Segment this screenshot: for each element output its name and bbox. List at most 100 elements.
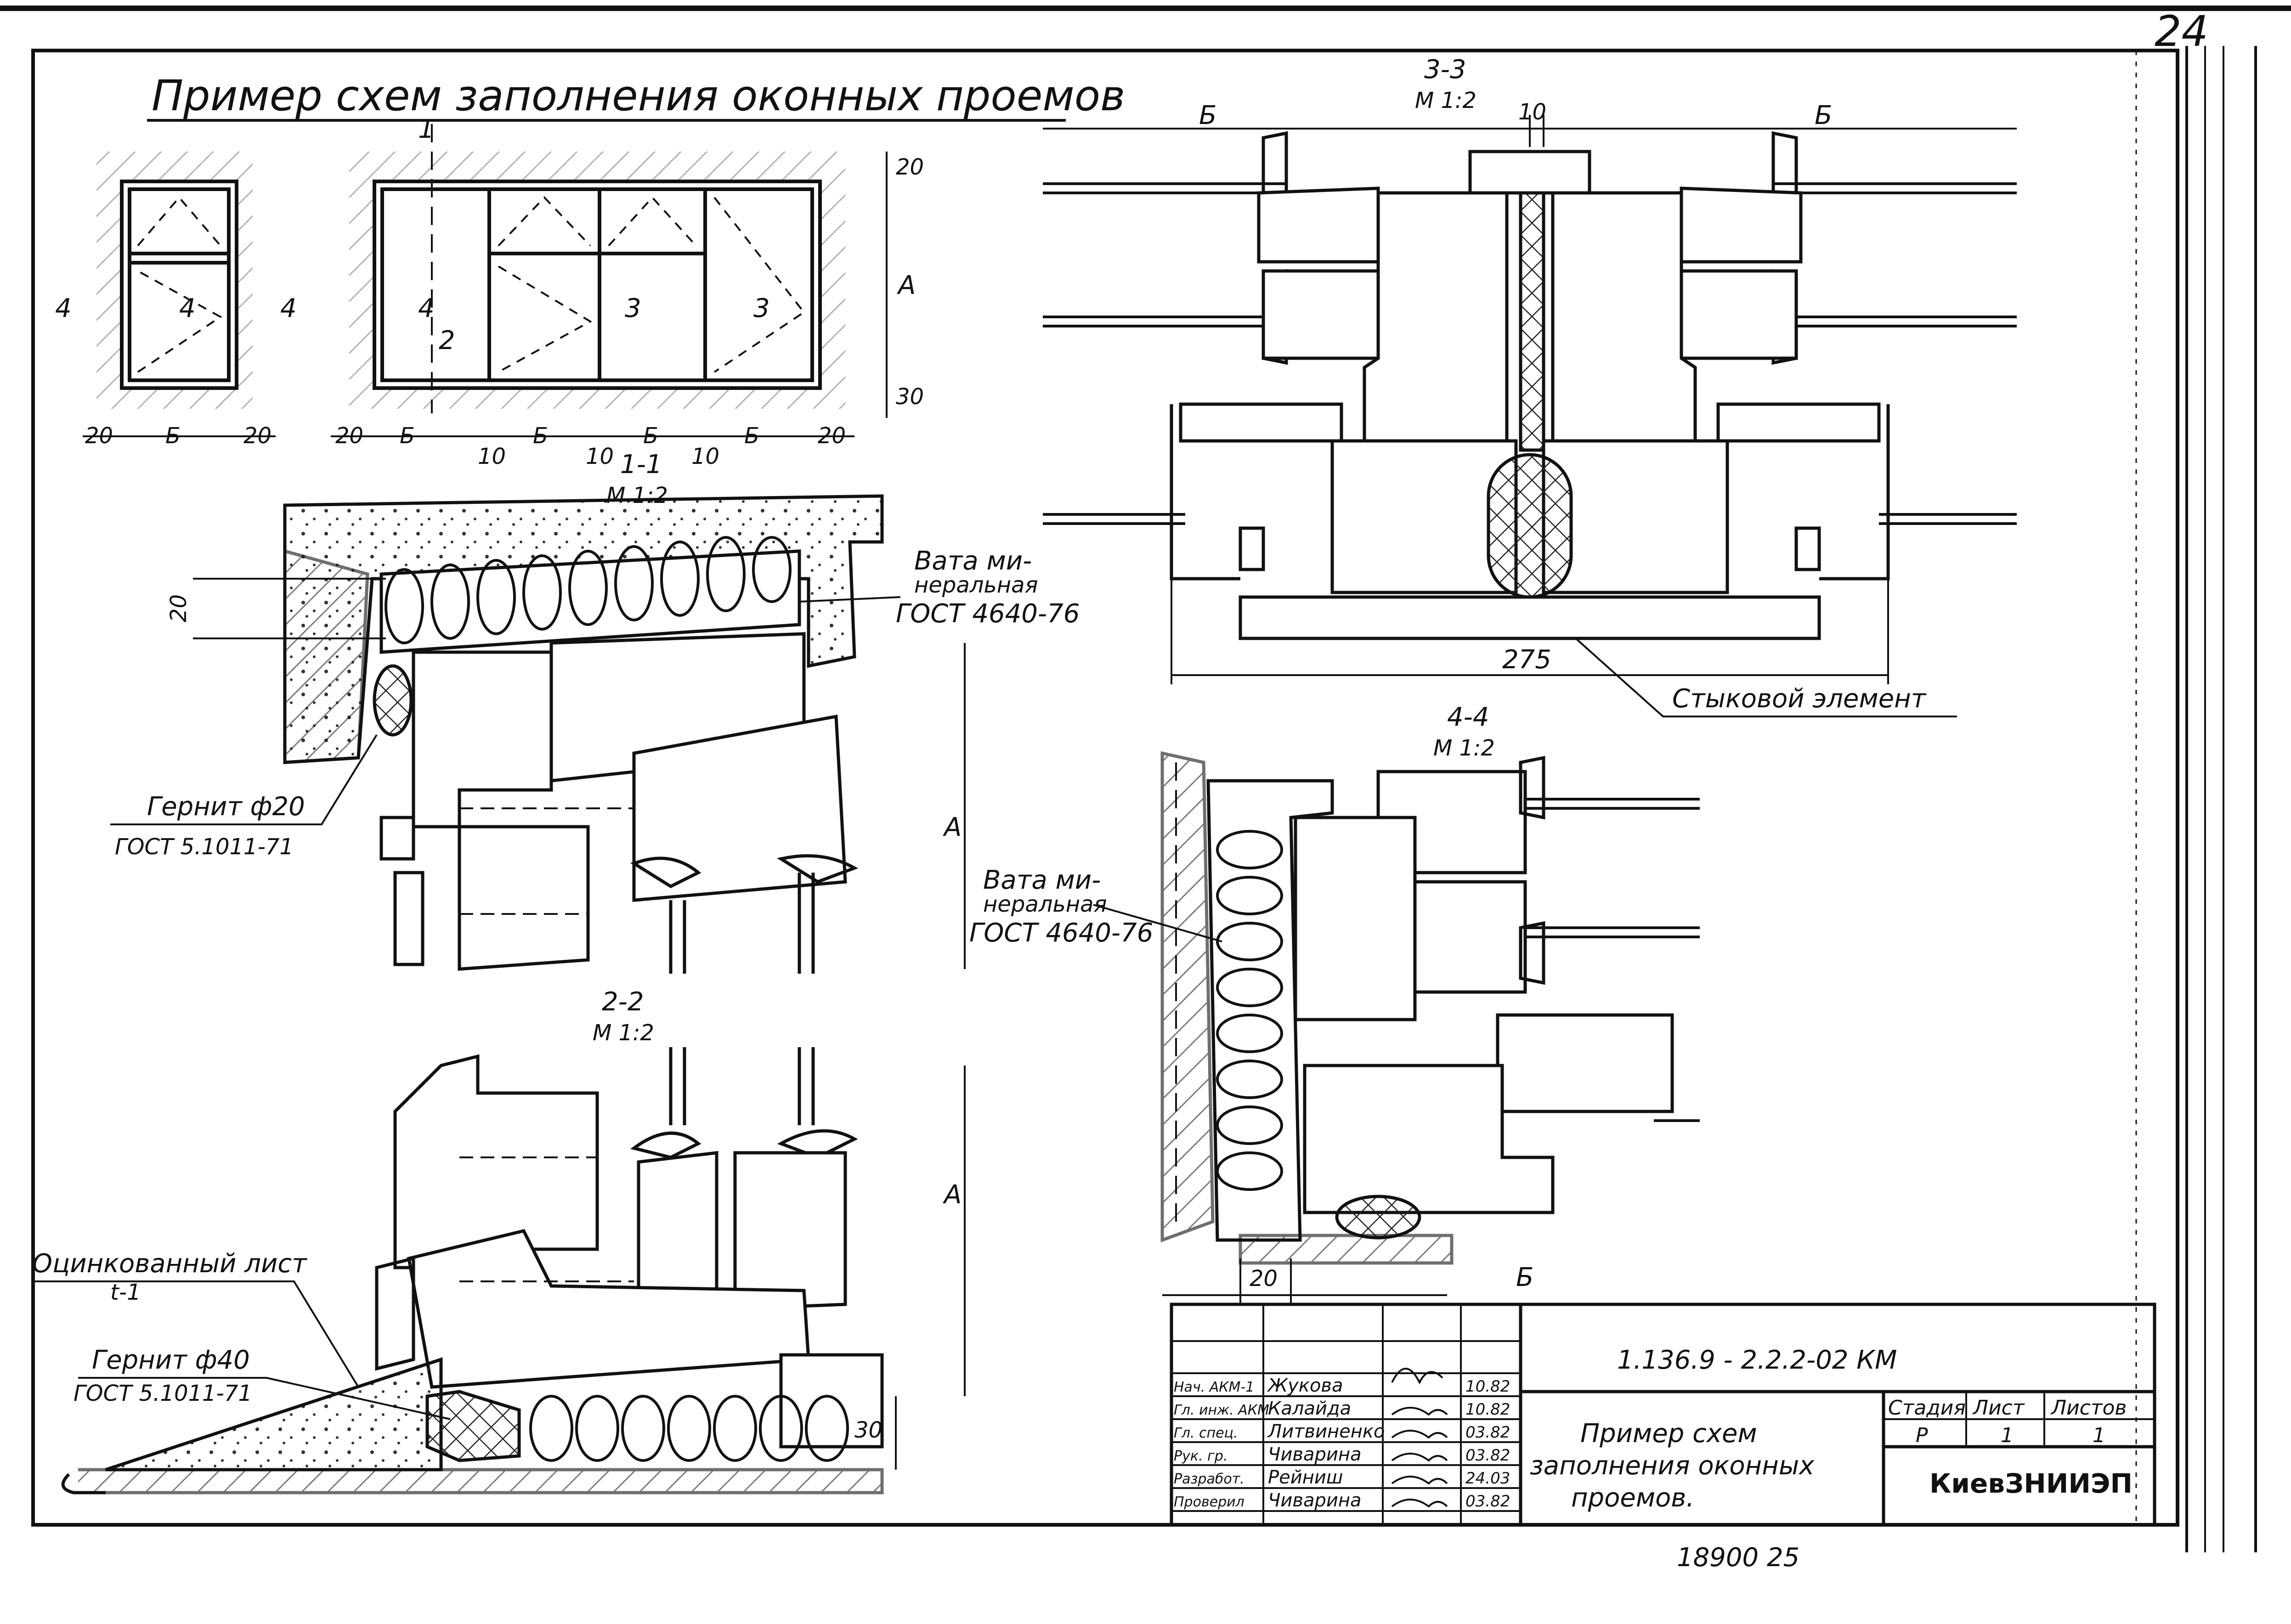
elev-marker-4a: 4 [55,293,72,323]
label-zinc-thickness: t-1 [110,1280,141,1305]
tb-code: 1.136.9 - 2.2.2-02 КМ [1617,1345,1897,1375]
elev-marker-4b: 4 [179,293,196,323]
tb-row-name: Чиварина [1268,1490,1362,1511]
elev-dim-10a: 10 [478,444,506,469]
s33-dim-10: 10 [1518,99,1546,125]
tb-row-date: 24.03 [1465,1469,1510,1488]
section-4-4-drawing [1160,751,1700,1304]
tb-row-role: Гл. спец. [1174,1425,1238,1441]
tb-sheet: 1 [2001,1424,2014,1447]
elev-dim-b1: Б [165,423,181,449]
section-3-3-drawing [1043,115,2017,684]
tb-row-name: Калайда [1268,1398,1351,1419]
elev-dim-20c: 20 [335,423,363,449]
tb-stage: Р [1916,1424,1928,1447]
tb-row-name: Рейниш [1268,1467,1343,1488]
section-2-2-scale: М 1:2 [593,1020,654,1046]
leader-vata-2 [1093,904,1222,942]
tb-row-name: Литвиненко [1267,1421,1385,1442]
s11-dim-a: А [943,812,962,842]
leader-gernit-20 [110,734,378,825]
label-vata-2-line1: Вата ми- [983,865,1101,895]
tb-row-role: Нач. АКМ-1 [1174,1379,1254,1395]
s33-dim-b-right: Б [1815,101,1832,130]
label-vata-1-line3: ГОСТ 4640-76 [896,599,1080,629]
elev-dim-10b: 10 [586,444,614,469]
elev-marker-1: 1 [418,114,435,144]
tb-row-role: Проверил [1174,1494,1244,1510]
label-stykovoy-element: Стыковой элемент [1672,684,1927,714]
elev-marker-3b: 3 [753,293,770,323]
s33-dim-b-left: Б [1199,101,1216,130]
tb-name-line3: проемов. [1571,1483,1694,1513]
s22-dim-a: А [943,1180,962,1210]
label-gernit-20-gost: ГОСТ 5.1011-71 [115,834,294,860]
label-vata-1-line2: неральная [914,572,1038,598]
elev-dim-20a: 20 [85,423,113,449]
section-4-4-scale: М 1:2 [1433,735,1495,761]
tb-row-role: Рук. гр. [1174,1448,1228,1464]
tb-row-date: 03.82 [1465,1423,1510,1442]
elev-dim-20b: 20 [243,423,272,449]
elev-marker-4c: 4 [280,293,297,323]
leader-zinc [32,1280,359,1388]
section-3-3-title: 3-3 [1424,55,1466,85]
page-number: 24 [2155,7,2208,56]
elevation-dimension-lines [83,152,888,437]
s44-dim-b: Б [1516,1263,1533,1292]
tb-stage-header: Стадия [1888,1396,1966,1420]
elev-dim-20d: 20 [818,423,846,449]
section-4-4-title: 4-4 [1447,702,1489,732]
tb-sheets-header: Листов [2050,1396,2127,1420]
section-1-1-drawing [193,494,966,974]
tb-row-role: Разработ. [1174,1471,1244,1487]
tb-row-name: Жукова [1267,1375,1343,1396]
s33-dim-275: 275 [1502,645,1551,675]
leader-vata-1 [799,596,901,603]
elev-marker-3a: 3 [625,293,641,323]
elev-dim-10c: 10 [691,444,719,469]
section-2-2-drawing [61,1047,966,1494]
elev-marker-4d: 4 [418,293,435,323]
label-vata-2-line2: неральная [983,891,1107,917]
tb-row-date: 10.82 [1465,1400,1510,1419]
tb-signature-rows: Нач. АКМ-1 Жукова 10.82 Гл. инж. АКМ Кал… [1174,1375,1510,1511]
elev-dim-20e: 20 [896,154,924,180]
leader-stykovoy [1575,637,1957,717]
section-2-2-title: 2-2 [602,987,644,1017]
window-elevation-small [96,152,253,409]
tb-sheets: 1 [2093,1424,2105,1447]
elev-dim-b3: Б [533,423,548,449]
title-block-grid [1170,1303,2156,1527]
label-gernit-40-gost: ГОСТ 5.1011-71 [74,1381,252,1406]
page-title: Пример схем заполнения оконных проемов [152,71,1125,120]
elev-dim-b4: Б [643,423,658,449]
tb-name-line1: Пример схем [1580,1419,1757,1449]
tb-row-name: Чиварина [1268,1444,1362,1465]
label-gernit-20: Гернит ф20 [147,792,305,822]
tb-signatures [1391,1368,1448,1508]
window-elevation-large [349,124,845,413]
label-vata-2-line3: ГОСТ 4640-76 [969,918,1153,948]
label-zinc-sheet: Оцинкованный лист [32,1249,307,1279]
tb-row-date: 10.82 [1465,1377,1510,1396]
section-1-1-title: 1-1 [620,450,662,479]
s11-dim-20: 20 [166,594,192,622]
inventory-number: 18900 25 [1677,1543,1799,1573]
tb-row-date: 03.82 [1465,1492,1510,1511]
elev-dim-b2: Б [400,423,415,449]
tb-row-role: Гл. инж. АКМ [1174,1402,1269,1418]
elev-dim-30: 30 [896,384,924,410]
label-gernit-40: Гернит ф40 [92,1345,250,1375]
elev-marker-2: 2 [439,326,455,355]
tb-row-date: 03.82 [1465,1446,1510,1465]
elev-dim-b5: Б [744,423,759,449]
elev-dim-a: А [897,271,916,300]
tb-sheet-header: Лист [1972,1396,2025,1420]
label-vata-1-line1: Вата ми- [914,546,1032,576]
s44-dim-20: 20 [1250,1266,1278,1291]
tb-name-line2: заполнения оконных [1530,1451,1815,1481]
sheet-frame [0,6,2291,1552]
tb-organization: КиевЗНИИЭП [1929,1468,2133,1499]
